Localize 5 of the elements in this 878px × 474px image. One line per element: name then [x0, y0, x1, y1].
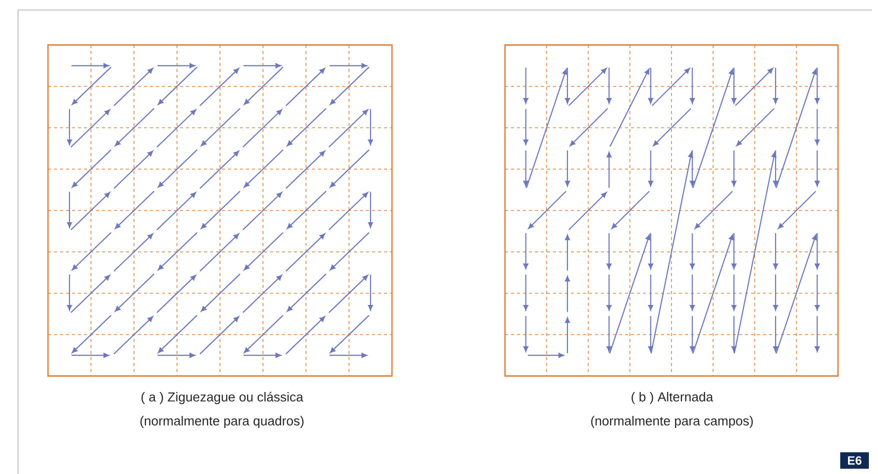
caption: ( b ) Alternada [632, 392, 714, 404]
caption: ( a ) Ziguezague ou clássica [142, 392, 304, 404]
page-tag: E6 [840, 452, 869, 469]
caption: (normalmente para campos) [591, 416, 753, 428]
caption: (normalmente para quadros) [140, 416, 304, 428]
